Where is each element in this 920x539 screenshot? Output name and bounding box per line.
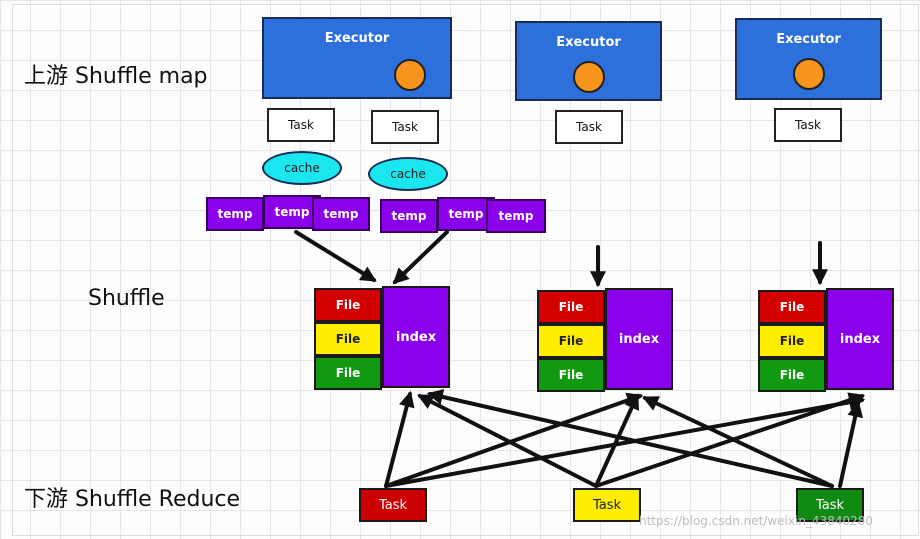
temp-block-1: temp [206, 197, 264, 231]
cache-2: cache [368, 157, 448, 191]
block-2-file-2: File [537, 324, 605, 358]
block-1-file-2: File [314, 322, 382, 356]
arrow-reduce-3-to-block-1 [426, 389, 834, 488]
executor-3-core-icon [793, 58, 825, 90]
block-2-file-1: File [537, 290, 605, 324]
reduce-task-2: Task [573, 488, 641, 522]
arrow-reduce-1-to-block-3 [384, 394, 866, 488]
executor-1-core-icon [394, 59, 426, 91]
executor-2-label: Executor [556, 35, 621, 50]
executor-3-label: Executor [776, 32, 841, 47]
arrow-reduce-3-to-block-3 [838, 400, 864, 488]
map-task-1: Task [267, 108, 335, 142]
downstream-label: 下游 Shuffle Reduce [24, 487, 241, 512]
block-3-file-3: File [758, 358, 826, 392]
reduce-task-3: Task [796, 488, 864, 522]
map-task-3: Task [555, 110, 623, 144]
block-1-index: index [382, 286, 450, 388]
temp-block-4: temp [380, 199, 438, 233]
upstream-label: 上游 Shuffle map [24, 64, 208, 89]
arrow-reduce-2-to-block-1 [417, 394, 598, 488]
executor-2: Executor [515, 21, 662, 101]
diagram-frame [12, 4, 919, 536]
executor-2-core-icon [573, 61, 605, 93]
arrow-reduce-2-to-block-2 [594, 393, 639, 488]
shuffle-label: Shuffle [88, 286, 165, 311]
map-task-2: Task [371, 110, 439, 144]
executor-3: Executor [735, 18, 882, 100]
temp-block-5: temp [437, 197, 495, 231]
arrow-temp-to-block-1-a [294, 230, 377, 282]
cache-1: cache [262, 151, 342, 185]
watermark: https://blog.csdn.net/weixin_43840280 [639, 514, 874, 528]
arrow-reduce-2-to-block-3 [594, 392, 866, 488]
arrow-reduce-1-to-block-2 [384, 392, 644, 488]
block-3-file-2: File [758, 324, 826, 358]
arrow-reduce-1-to-block-1 [384, 390, 415, 488]
temp-block-2: temp [263, 195, 321, 229]
executor-1-label: Executor [324, 31, 390, 46]
block-2-index: index [605, 288, 673, 390]
temp-block-3: temp [312, 197, 370, 231]
arrow-reduce-3-to-block-2 [642, 396, 834, 488]
temp-block-6: temp [486, 199, 546, 233]
arrow-temp-to-block-1-b [392, 230, 449, 285]
block-3-file-1: File [758, 290, 826, 324]
block-3-index: index [826, 288, 894, 390]
map-task-4: Task [774, 108, 842, 142]
block-1-file-1: File [314, 288, 382, 322]
block-2-file-3: File [537, 358, 605, 392]
reduce-task-1: Task [359, 488, 427, 522]
executor-1: Executor [262, 17, 452, 99]
block-1-file-3: File [314, 356, 382, 390]
